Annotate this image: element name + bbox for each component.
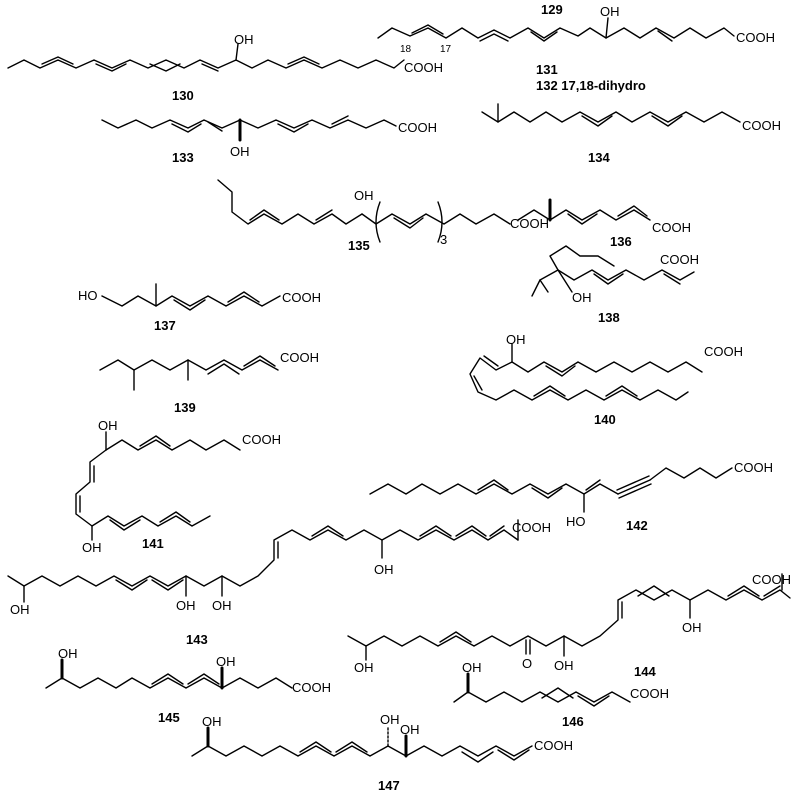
compound-number-135: 135: [348, 238, 370, 253]
structure-133: OH COOH: [101, 115, 437, 159]
hydroxyl-label: OH: [600, 4, 620, 19]
hydroxyl-label: OH: [202, 714, 222, 729]
carboxyl-label: COOH: [512, 520, 551, 535]
structure-143: OH OH OH OH COOH: [7, 519, 551, 617]
structure-137: HO COOH: [78, 283, 321, 311]
compound-number-143: 143: [186, 632, 208, 647]
hydroxyl-label: HO: [78, 288, 98, 303]
structure-135: OH COOH 3: [217, 179, 549, 247]
hydroxyl-label: OH: [682, 620, 702, 635]
repeat-count: 3: [440, 232, 447, 247]
structure-144: OH O OH OH COOH: [347, 572, 791, 675]
compound-number-133: 133: [172, 150, 194, 165]
compound-number-129: 129: [541, 2, 563, 17]
compound-number-145: 145: [158, 710, 180, 725]
carboxyl-label: COOH: [280, 350, 319, 365]
carboxyl-label: COOH: [752, 572, 791, 587]
carboxyl-label: COOH: [736, 30, 775, 45]
compound-number-131: 131: [536, 62, 558, 77]
compound-number-137: 137: [154, 318, 176, 333]
hydroxyl-label: OH: [572, 290, 592, 305]
structure-147: OH OH OH COOH: [191, 712, 573, 763]
locant-18: 18: [400, 44, 412, 55]
compound-number-139: 139: [174, 400, 196, 415]
carboxyl-label: COOH: [282, 290, 321, 305]
hydroxyl-label: OH: [506, 332, 526, 347]
hydroxyl-label: OH: [462, 660, 482, 675]
carboxyl-label: COOH: [404, 60, 443, 75]
carboxyl-label: COOH: [742, 118, 781, 133]
compound-number-146: 146: [562, 714, 584, 729]
ketone-oxygen-label: O: [522, 656, 532, 671]
compound-number-132: 132 17,18-dihydro: [536, 78, 646, 93]
carboxyl-label: COOH: [734, 460, 773, 475]
hydroxyl-label: OH: [354, 660, 374, 675]
hydroxyl-label: OH: [234, 32, 254, 47]
compound-number-136: 136: [610, 234, 632, 249]
compound-number-134: 134: [588, 150, 610, 165]
carboxyl-label: COOH: [292, 680, 331, 695]
hydroxyl-label: OH: [216, 654, 236, 669]
hydroxyl-label: OH: [554, 658, 574, 673]
hydroxyl-label: OH: [176, 598, 196, 613]
hydroxyl-label: HO: [566, 514, 586, 529]
compound-number-147: 147: [378, 778, 400, 793]
carboxyl-label: COOH: [652, 220, 691, 235]
structure-141: OH OH COOH: [75, 418, 281, 555]
structure-130: OH COOH: [7, 32, 443, 75]
carboxyl-label: COOH: [242, 432, 281, 447]
structure-138: OH COOH: [531, 245, 699, 305]
structure-142: HO COOH: [369, 460, 773, 529]
carboxyl-label: COOH: [534, 738, 573, 753]
structure-145: OH OH COOH: [45, 646, 331, 695]
compound-number-142: 142: [626, 518, 648, 533]
compound-number-144: 144: [634, 664, 656, 679]
structure-146: OH COOH: [453, 660, 669, 707]
carboxyl-label: COOH: [398, 120, 437, 135]
hydroxyl-label: OH: [374, 562, 394, 577]
hydroxyl-label: OH: [212, 598, 232, 613]
hydroxyl-label: OH: [10, 602, 30, 617]
hydroxyl-label: OH: [58, 646, 78, 661]
hydroxyl-label: OH: [98, 418, 118, 433]
structure-136: COOH: [517, 198, 691, 235]
compound-number-140: 140: [594, 412, 616, 427]
hydroxyl-label: OH: [354, 188, 374, 203]
structure-139: COOH: [99, 350, 319, 391]
hydroxyl-label: OH: [82, 540, 102, 555]
structure-131: OH COOH 18 17: [377, 4, 775, 55]
compound-number-138: 138: [598, 310, 620, 325]
hydroxyl-label: OH: [230, 144, 250, 159]
hydroxyl-label: OH: [380, 712, 400, 727]
carboxyl-label: COOH: [630, 686, 669, 701]
hydroxyl-label: OH: [400, 722, 420, 737]
carboxyl-label: COOH: [510, 216, 549, 231]
carboxyl-label: COOH: [704, 344, 743, 359]
compound-number-141: 141: [142, 536, 164, 551]
structure-134: COOH: [481, 103, 781, 133]
locant-17: 17: [440, 44, 452, 55]
compound-number-130: 130: [172, 88, 194, 103]
carboxyl-label: COOH: [660, 252, 699, 267]
structure-140: OH COOH: [469, 332, 743, 401]
